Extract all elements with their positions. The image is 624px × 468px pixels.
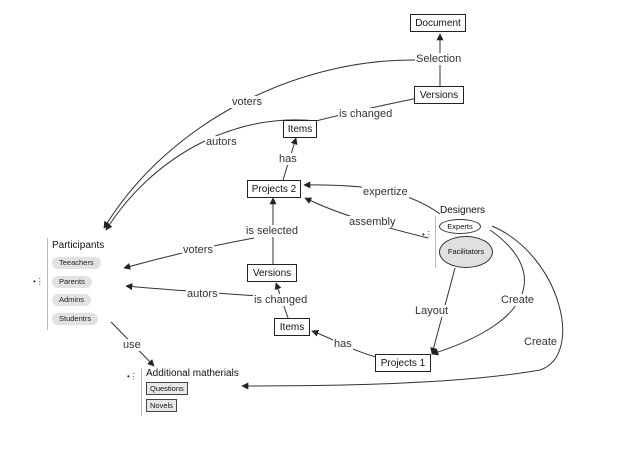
drag-handle-icon[interactable]: •⋮ [33,277,44,286]
node-projects1[interactable]: Projects 1 [375,354,431,372]
edge-voters-top[interactable] [103,59,419,229]
edge-label-is-changed-mid[interactable]: is changed [253,294,309,306]
edge-label-autors-top[interactable]: autors [205,136,238,148]
participant-member[interactable]: Admins [52,294,92,306]
edge-create-2[interactable] [241,225,564,390]
materials-title: Additional matherials [146,368,239,379]
designers-title: Designers [440,205,486,216]
edge-label-voters-top[interactable]: voters [231,96,263,108]
edge-label-create-1[interactable]: Create [500,294,536,306]
participants-divider [47,238,48,330]
edge-label-selection[interactable]: Selection [415,53,463,65]
designer-experts[interactable]: Experts [439,219,481,234]
edge-label-expertize[interactable]: expertize [362,186,409,198]
edge-create-1[interactable] [431,229,525,356]
drag-handle-icon[interactable]: •⋮ [422,230,433,239]
material-item[interactable]: Questions [146,382,188,395]
edge-label-is-selected[interactable]: is selected [245,225,299,237]
participant-member[interactable]: Studentrs [52,313,99,325]
node-versions-mid[interactable]: Versions [247,264,297,282]
designer-facilitators[interactable]: Facilitators [439,236,493,268]
drag-handle-icon[interactable]: •⋮ [127,372,138,381]
edge-label-create-2[interactable]: Create [523,336,559,348]
edge-label-assembly[interactable]: assembly [348,216,397,228]
edge-label-autors-mid[interactable]: autors [186,288,219,300]
participants-title: Participants [52,240,105,251]
node-items-bottom[interactable]: Items [274,318,310,336]
edge-label-is-changed-top[interactable]: is changed [338,108,394,120]
edge-label-has-top[interactable]: has [278,153,298,165]
material-item[interactable]: Novels [146,399,177,412]
participant-member[interactable]: Teeachers [52,257,101,269]
participant-member[interactable]: Parents [52,276,92,288]
node-versions-top[interactable]: Versions [414,86,464,104]
materials-divider [141,368,142,416]
edge-label-use[interactable]: use [122,339,142,351]
node-items-top[interactable]: Items [283,120,317,138]
edge-label-has-bottom[interactable]: has [333,338,353,350]
edge-label-voters-mid[interactable]: voters [182,244,214,256]
designers-divider [435,216,436,268]
node-projects2[interactable]: Projects 2 [247,180,301,198]
edge-label-layout[interactable]: Layout [414,305,450,317]
node-document[interactable]: Document [410,14,466,32]
